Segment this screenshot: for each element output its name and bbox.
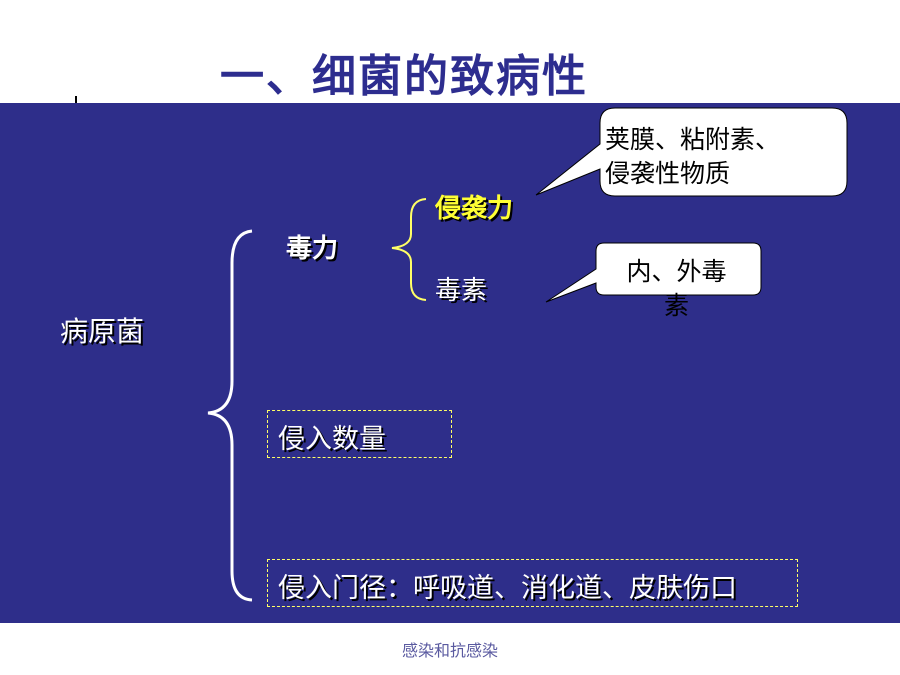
slide-title: 一、细菌的致病性 (220, 51, 588, 102)
invasiveness-callout-text: 荚膜、粘附素、 侵袭性物质 (605, 123, 837, 191)
invasiveness-callout-bubble (535, 107, 848, 197)
toxin-callout-bubble (545, 242, 762, 303)
root-brace (207, 229, 253, 602)
toxin-callout-line2: 素 (663, 291, 689, 320)
toxin-callout-line1: 内、外毒 (626, 257, 727, 286)
invasiveness-callout-line1: 荚膜、粘附素、 (605, 125, 781, 154)
title-marker (75, 96, 77, 108)
footer-caption: 感染和抗感染 (401, 641, 498, 660)
toxin-label: 毒素 (435, 276, 488, 306)
invasion-quantity-label: 侵入数量 (278, 424, 386, 455)
toxin-callout-text: 内、外毒 素 (594, 255, 759, 323)
invasion-quantity-box: 侵入数量 (267, 410, 452, 458)
virulence-brace (391, 198, 427, 301)
invasiveness-callout-line2: 侵袭性物质 (605, 159, 731, 188)
invasion-route-label: 侵入门径：呼吸道、消化道、皮肤伤口 (278, 573, 737, 604)
invasiveness-label: 侵袭力 (435, 194, 514, 224)
diagram-connectors (207, 107, 848, 602)
diagram-panel: 病原菌 毒力 侵袭力 毒素 侵入数量 侵入门径：呼吸道、消化道、皮肤伤口 荚膜、… (0, 103, 900, 623)
root-label: 病原菌 (60, 315, 145, 348)
invasion-route-box: 侵入门径：呼吸道、消化道、皮肤伤口 (267, 559, 798, 607)
virulence-label: 毒力 (286, 234, 339, 264)
